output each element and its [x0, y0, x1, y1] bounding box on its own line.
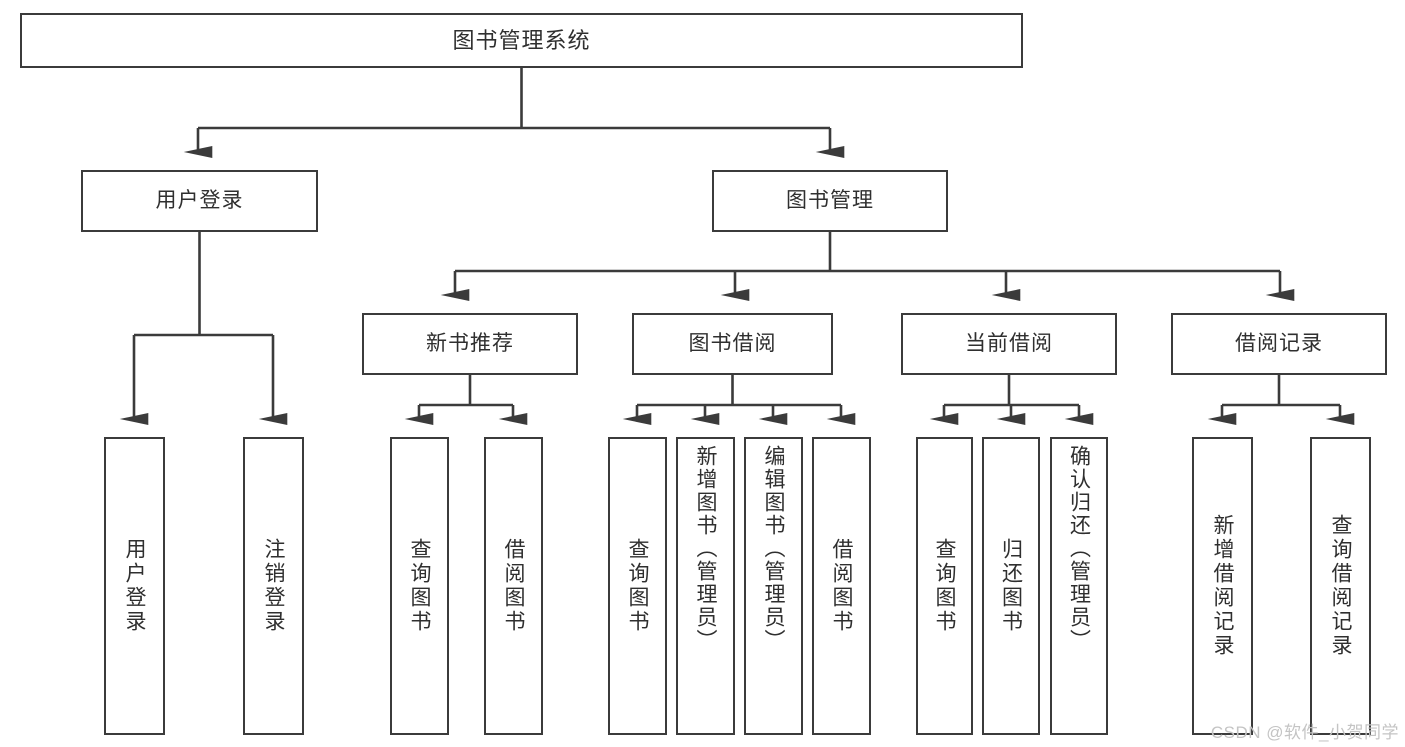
leaf-logout-label: 注销登录 — [262, 538, 285, 634]
leaf-edit-book-label: 编辑图书（管理员） — [762, 445, 785, 652]
leaf-return-book-label: 归还图书 — [999, 538, 1023, 634]
leaf-add-book[interactable]: 新增图书（管理员） — [676, 437, 735, 735]
leaf-logout[interactable]: 注销登录 — [243, 437, 304, 735]
leaf-query-record-label: 查询借阅记录 — [1329, 514, 1352, 658]
leaf-add-record[interactable]: 新增借阅记录 — [1192, 437, 1253, 735]
node-current-borrow[interactable]: 当前借阅 — [901, 313, 1117, 375]
leaf-query-record[interactable]: 查询借阅记录 — [1310, 437, 1371, 735]
leaf-borrow-book-1[interactable]: 借阅图书 — [484, 437, 543, 735]
watermark: CSDN @软件_小贺同学 — [1210, 723, 1399, 742]
node-root[interactable]: 图书管理系统 — [20, 13, 1023, 68]
node-book-manage-label: 图书管理 — [786, 188, 874, 212]
leaf-borrow-book-2-label: 借阅图书 — [830, 538, 853, 634]
node-root-label: 图书管理系统 — [452, 27, 591, 53]
node-book-manage[interactable]: 图书管理 — [712, 170, 948, 232]
node-borrow-record[interactable]: 借阅记录 — [1171, 313, 1387, 375]
leaf-return-book[interactable]: 归还图书 — [982, 437, 1040, 735]
node-current-borrow-label: 当前借阅 — [965, 331, 1053, 355]
leaf-query-book-2-label: 查询图书 — [626, 538, 649, 634]
leaf-user-login-label: 用户登录 — [123, 538, 146, 634]
leaf-confirm-return[interactable]: 确认归还（管理员） — [1050, 437, 1108, 735]
node-user-login-label: 用户登录 — [155, 188, 244, 212]
node-book-borrow-label: 图书借阅 — [688, 331, 777, 355]
node-book-borrow[interactable]: 图书借阅 — [632, 313, 833, 375]
leaf-add-record-label: 新增借阅记录 — [1211, 514, 1234, 658]
leaf-query-book-3[interactable]: 查询图书 — [916, 437, 973, 735]
leaf-edit-book[interactable]: 编辑图书（管理员） — [744, 437, 803, 735]
leaf-query-book-1[interactable]: 查询图书 — [390, 437, 449, 735]
leaf-borrow-book-1-label: 借阅图书 — [502, 538, 525, 634]
leaf-confirm-return-label: 确认归还（管理员） — [1067, 445, 1091, 652]
leaf-query-book-1-label: 查询图书 — [408, 538, 431, 634]
node-new-book-rec-label: 新书推荐 — [426, 331, 514, 355]
node-user-login[interactable]: 用户登录 — [81, 170, 318, 232]
leaf-query-book-3-label: 查询图书 — [933, 538, 956, 634]
leaf-query-book-2[interactable]: 查询图书 — [608, 437, 667, 735]
leaf-user-login[interactable]: 用户登录 — [104, 437, 165, 735]
node-borrow-record-label: 借阅记录 — [1235, 331, 1323, 355]
node-new-book-rec[interactable]: 新书推荐 — [362, 313, 578, 375]
leaf-borrow-book-2[interactable]: 借阅图书 — [812, 437, 871, 735]
leaf-add-book-label: 新增图书（管理员） — [694, 445, 717, 652]
